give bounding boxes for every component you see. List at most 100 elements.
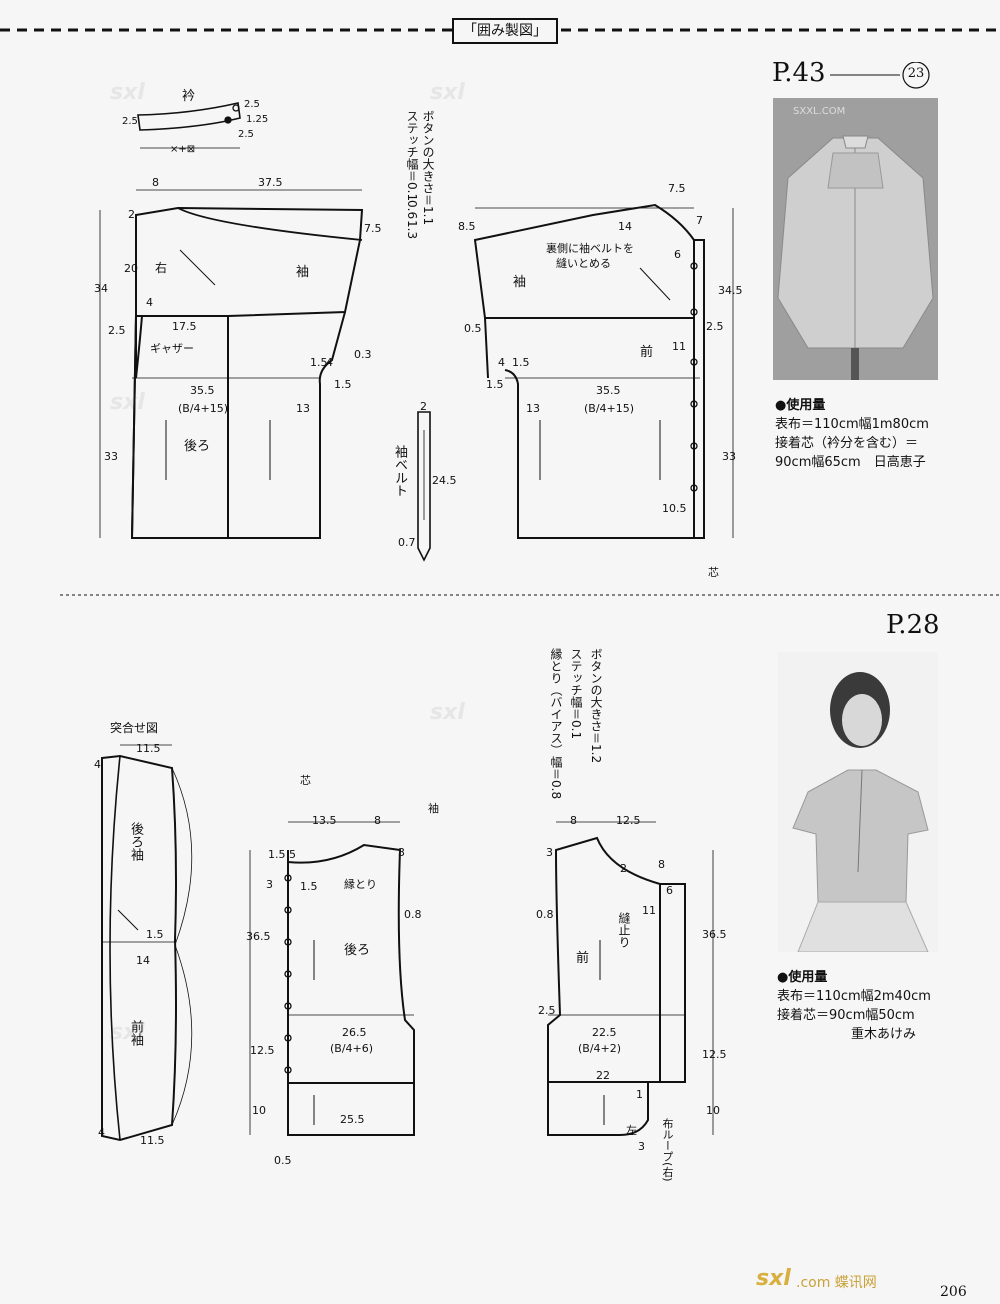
sleeve-belt-piece [417, 411, 431, 562]
material-line: 重木あけみ [851, 1027, 917, 1042]
dim-label: 8 [570, 814, 577, 827]
dim-label: 13 [526, 402, 540, 415]
inside-note-line: 裏側に袖ベルトを [546, 241, 634, 255]
dim-label: (B/4+15) [178, 402, 228, 415]
collar-dim: 2.5 [238, 129, 254, 140]
dim-label: 3 [638, 1140, 645, 1153]
button-markers [284, 874, 292, 1074]
piece-label: 布ループ(右) [661, 1118, 674, 1182]
dim-label: 8 [152, 176, 159, 189]
dim-label: 10 [252, 1104, 266, 1117]
dim-label: 10.5 [662, 502, 687, 515]
piece-label: 芯 [708, 565, 719, 579]
dim-label: 22 [596, 1069, 610, 1082]
material-line: 接着芯（衿分を含む）＝ [775, 436, 919, 451]
dim-label: 0.8 [536, 908, 554, 921]
blouse-illustration [773, 98, 938, 380]
binding-note: 縁とり（バイアス）幅＝0.8 [549, 648, 563, 800]
piece-label: 左 [626, 1124, 637, 1137]
material-line: 表布＝110cm幅1m80cm [775, 417, 929, 432]
dim-label: 34 [94, 282, 108, 295]
dim-label: 14 [136, 954, 150, 967]
dim-label: 7.5 [668, 182, 686, 195]
dim-label: 11 [672, 340, 686, 353]
top-pattern-drawing: 衿 2.5 2.5 1.25 2.5 ×+⊠ 8 37.5 2 7.5 20 3… [60, 89, 1000, 596]
dim-label: 36.5 [702, 928, 727, 941]
dim-label: 37.5 [258, 176, 283, 189]
dim-label: 4 [498, 356, 505, 369]
photo-watermark: SXXL.COM [793, 106, 846, 117]
dim-label: 33 [722, 450, 736, 463]
dim-label: 0.8 [404, 908, 422, 921]
collar-dim: ×+⊠ [170, 144, 195, 155]
stitch-note: ステッチ幅＝0.1 [405, 110, 419, 202]
page-title: 「囲み製図」 [452, 18, 558, 44]
dim-label: 34.5 [718, 284, 743, 297]
page-number: 206 [940, 1284, 967, 1300]
back-bodice-outline [135, 206, 364, 317]
dim-label: 35.5 [190, 384, 215, 397]
dim-label: 1.5 [310, 356, 328, 369]
piece-label: 芯 [300, 773, 311, 787]
dim-label: 12.5 [250, 1044, 275, 1057]
dim-label: 8.5 [458, 220, 476, 233]
dim-label: 4 [326, 356, 333, 369]
dim-label: 2.5 [706, 320, 724, 333]
dim-label: 3 [546, 846, 553, 859]
dim-label: 2 [620, 862, 627, 875]
pattern-ref-top: P.43 [772, 58, 826, 88]
belt-label: 袖ベルト [392, 445, 407, 497]
dim-label: 3 [398, 846, 405, 859]
dim-label: 12.5 [616, 814, 641, 827]
dim-label: 36.5 [246, 930, 271, 943]
dim-label: (B/4+2) [578, 1042, 621, 1055]
dim-label: 5 [289, 848, 296, 861]
watermark: sxl [110, 1020, 145, 1045]
watermark: sxl [430, 80, 465, 105]
dim-label: 11 [642, 904, 656, 917]
collar-dim: 1.25 [246, 114, 268, 125]
dim-label: 8 [658, 858, 665, 871]
ref-rule [830, 62, 930, 89]
front-lower-outline [484, 239, 705, 539]
dim-label: 10 [706, 1104, 720, 1117]
piece-label: 後ろ [184, 439, 210, 454]
back-outline [287, 843, 415, 1136]
piece-label: 袖 [428, 801, 439, 815]
dim-label: 1.5 [486, 378, 504, 391]
garment-photo-bottom [778, 652, 938, 952]
dim-label: 0.5 [274, 1154, 292, 1167]
button-note: ボタンの大きさ＝1.1 [421, 110, 435, 226]
footer-logo: sxl [756, 1266, 791, 1291]
dim-label: 25.5 [340, 1113, 365, 1126]
dim-label: 13 [296, 402, 310, 415]
dim-label: 2.5 [108, 324, 126, 337]
piece-label: 後ろ [344, 943, 370, 958]
material-line: 接着芯＝90cm幅50cm [777, 1008, 915, 1023]
material-line: 90cm幅65cm 日高恵子 [775, 455, 926, 470]
dim-label: 2 [128, 208, 135, 221]
dim-label: 1.5 [268, 848, 286, 861]
piece-label: 縁とり [344, 877, 377, 891]
piece-label: 袖 [296, 265, 309, 280]
dim-label: (B/4+15) [584, 402, 634, 415]
front-bodice-outline [473, 203, 695, 319]
piece-label: 前 [576, 950, 589, 966]
inside-note-line: 縫いとめる [556, 256, 611, 270]
dim-label: 17.5 [172, 320, 197, 333]
pattern-number: 23 [907, 66, 925, 81]
dim-label: 26.5 [342, 1026, 367, 1039]
dim-label: 11.5 [136, 742, 161, 755]
watermark: sxl [430, 700, 465, 725]
dim-label: 20 [124, 262, 138, 275]
footer-credit: .com 蝶讯网 [796, 1275, 877, 1291]
piece-label: 右 [155, 260, 167, 275]
dim-label: 0.5 [464, 322, 482, 335]
piece-label: 後ろ袖 [128, 822, 143, 861]
dim-label: 11.5 [140, 1134, 165, 1147]
dim-label: 1.5 [512, 356, 530, 369]
piece-label: 縫止り [617, 912, 631, 948]
model-illustration [792, 672, 929, 952]
button-note: ボタンの大きさ＝1.2 [589, 648, 603, 764]
dim-label: 4 [98, 1126, 105, 1139]
